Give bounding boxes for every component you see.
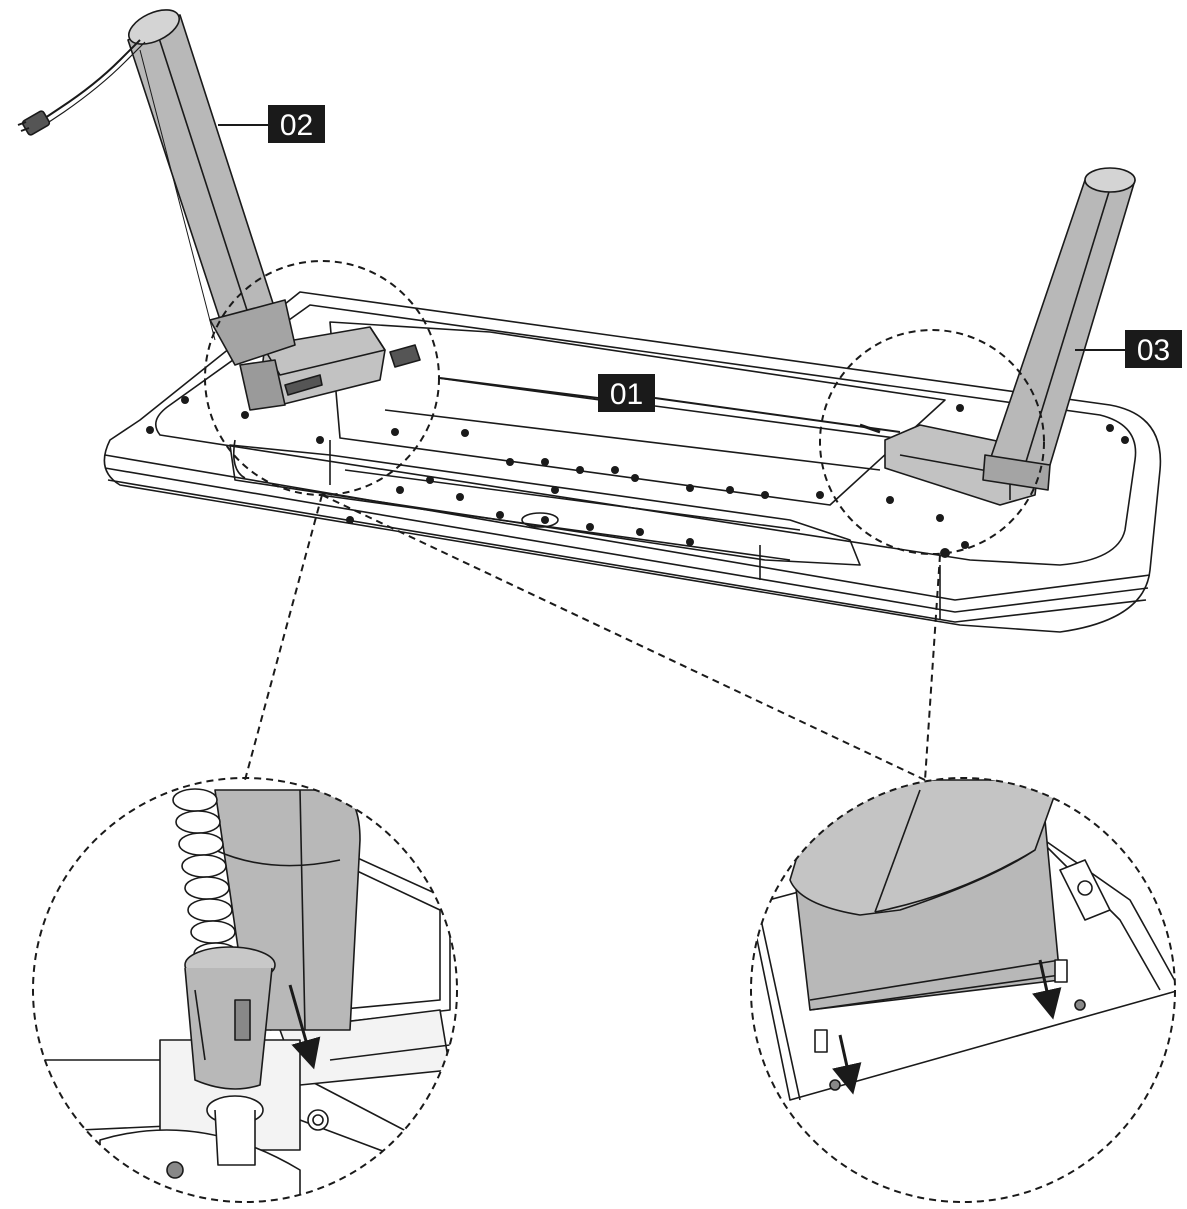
down-arrow-icon	[1032, 959, 1062, 1020]
left-leg	[17, 9, 296, 366]
magnifier-rings	[204, 260, 1045, 781]
callout-02: 02	[268, 105, 325, 143]
power-plug-icon	[17, 110, 51, 136]
callout-01: 01	[598, 374, 655, 412]
right-detail	[750, 777, 1176, 1203]
callout-02-label: 02	[280, 109, 313, 142]
callout-01-label: 01	[610, 378, 643, 411]
callout-leaders	[218, 124, 1125, 433]
callout-03-label: 03	[1137, 334, 1170, 367]
down-arrow-icon	[832, 1034, 862, 1095]
down-arrow-icon	[288, 984, 321, 1070]
right-leg	[859, 167, 1136, 491]
callout-03: 03	[1125, 330, 1182, 368]
left-detail	[32, 777, 458, 1203]
